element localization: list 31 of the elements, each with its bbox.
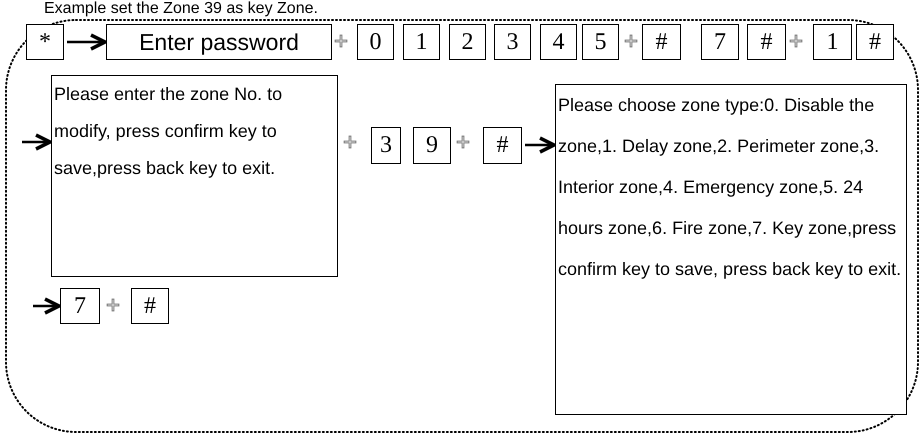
key-box: 5 xyxy=(582,24,619,60)
plus-sign: + xyxy=(789,30,804,54)
key-box: 0 xyxy=(357,24,394,60)
key-box: # xyxy=(642,24,681,60)
plus-sign: + xyxy=(343,131,358,155)
key-box: 3 xyxy=(371,127,401,164)
key-box: 7 xyxy=(701,24,739,60)
key-box: Enter password xyxy=(106,24,332,60)
arrow xyxy=(22,133,52,151)
key-box: 9 xyxy=(413,127,451,164)
message-box: Please enter the zone No. to modify, press confirm key to save,press back key to exit. xyxy=(51,75,338,277)
key-box: # xyxy=(483,127,522,164)
arrow xyxy=(525,136,556,154)
key-box: * xyxy=(26,24,64,60)
key-box: 1 xyxy=(813,24,852,60)
key-box: # xyxy=(747,24,786,60)
plus-sign: + xyxy=(456,131,470,155)
key-box: 3 xyxy=(494,24,531,60)
plus-sign: + xyxy=(106,294,120,318)
arrow xyxy=(67,33,107,51)
key-box: # xyxy=(131,288,169,324)
key-box: # xyxy=(856,24,894,60)
plus-sign: + xyxy=(334,30,348,54)
key-box: 4 xyxy=(540,24,577,60)
key-box: 2 xyxy=(449,24,486,60)
plus-sign: + xyxy=(624,30,638,54)
arrow xyxy=(33,297,61,315)
key-box: 7 xyxy=(60,288,100,324)
message-box: Please choose zone type:0. Disable the zone,1. Delay zone,2. Perimeter zone,3. Interior zone,4. Emergency zone,5. 24 hours zone,6. Fire zone,7. Key zone,press confirm key to save, press back key to exit. xyxy=(555,84,907,415)
key-box: 1 xyxy=(403,24,440,60)
title: Example set the Zone 39 as key Zone. xyxy=(44,0,318,18)
